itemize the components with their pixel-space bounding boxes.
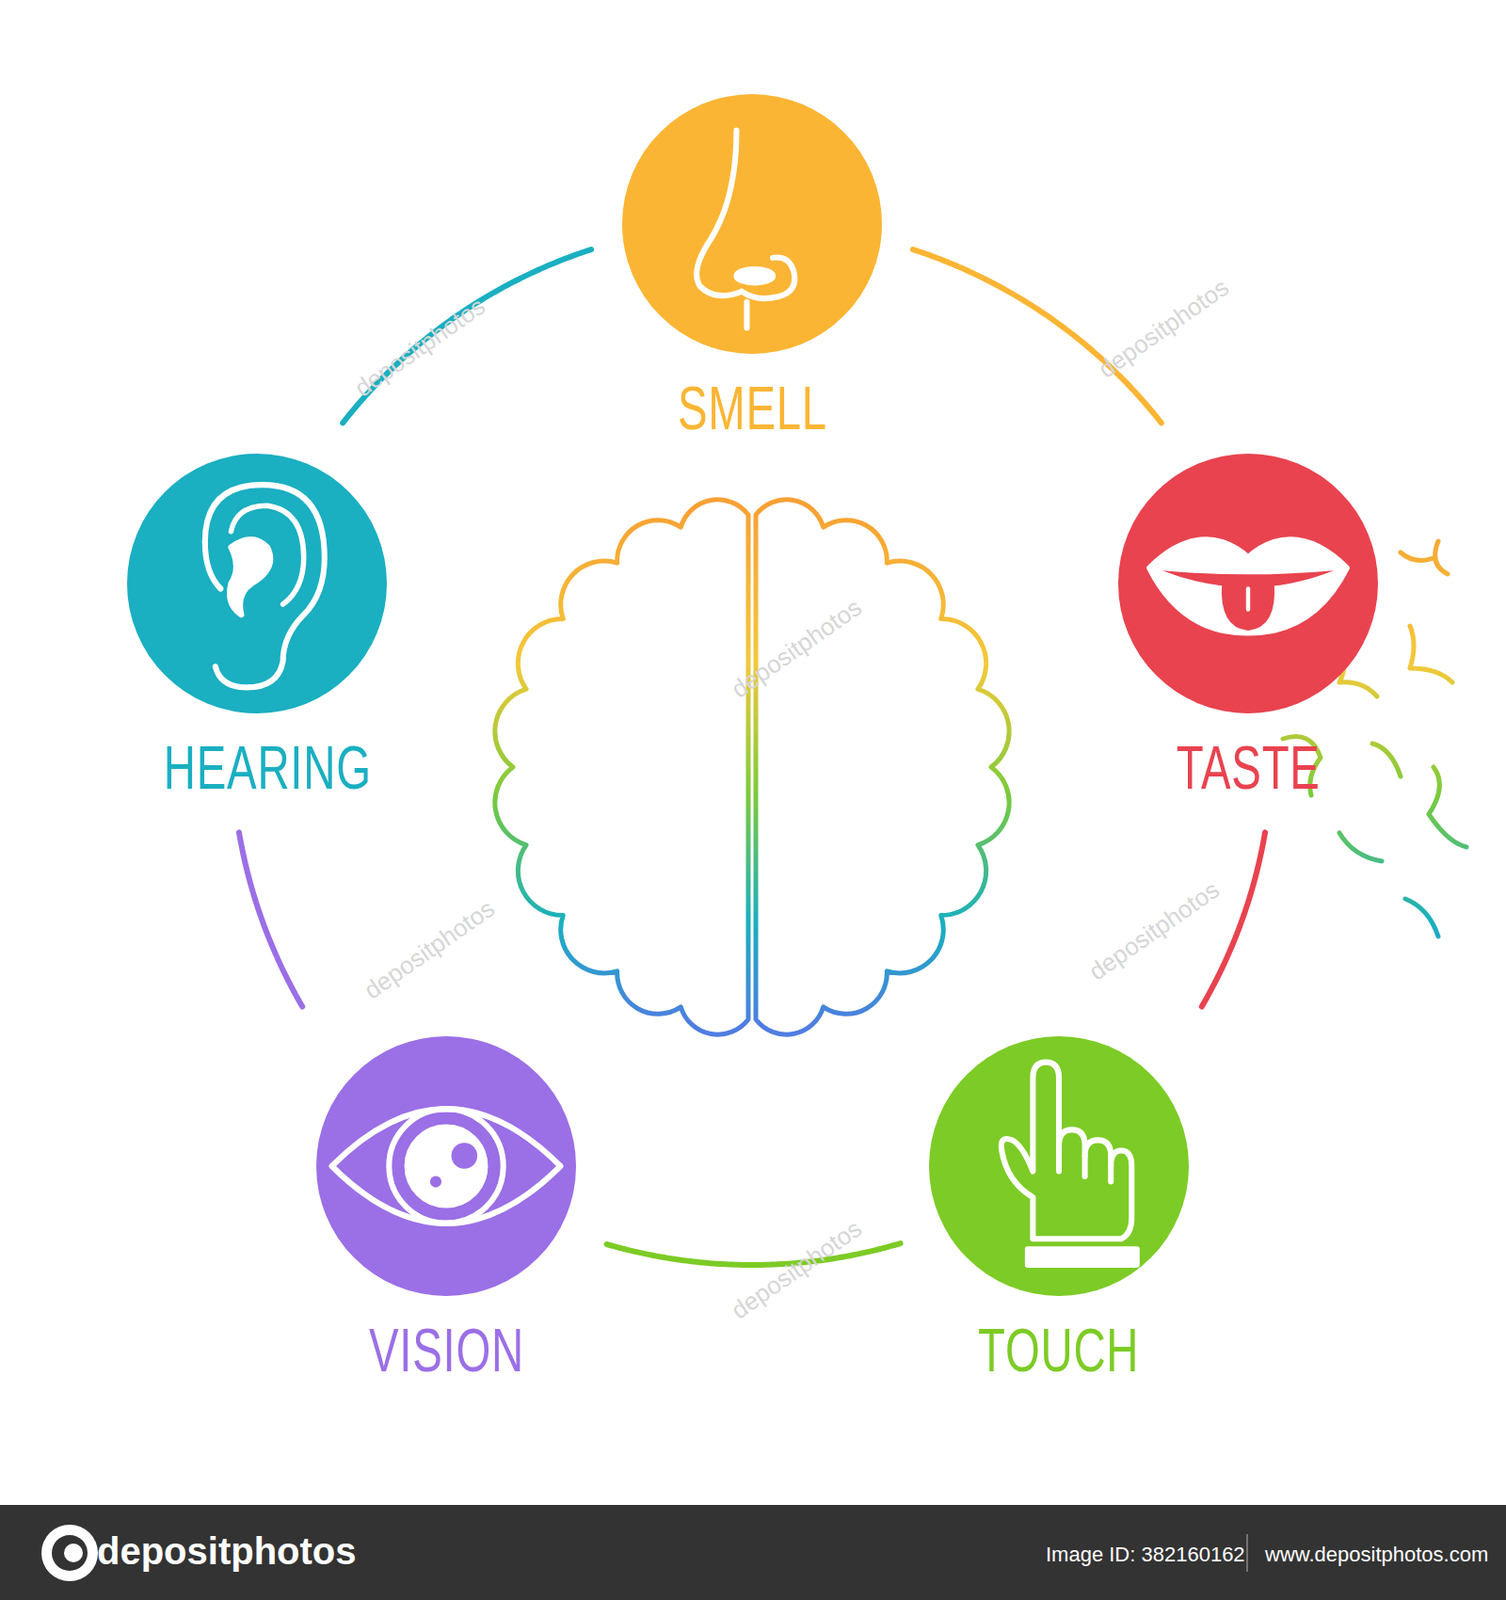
brain-fold xyxy=(1372,743,1401,777)
sense-node: VISION xyxy=(316,1036,577,1387)
sense-circle xyxy=(127,453,387,714)
sense-label: VISION xyxy=(368,1320,525,1381)
ring-arc xyxy=(239,832,303,1007)
sense-icon xyxy=(929,1036,1189,1297)
footer-separator xyxy=(1246,1534,1249,1572)
watermark: depositphotos xyxy=(1092,272,1234,385)
sense-circle xyxy=(622,94,882,354)
sense-node: TASTE xyxy=(1118,453,1378,804)
image-id: Image ID: 382160162 xyxy=(1045,1542,1246,1568)
ring-arc xyxy=(1201,832,1266,1007)
sense-label: HEARING xyxy=(163,737,372,799)
footer-bar xyxy=(0,1505,1506,1600)
brain-fold xyxy=(1428,767,1467,848)
brand-name: depositphotos xyxy=(96,1530,357,1573)
watermark: depositphotos xyxy=(349,291,491,403)
ring-arc xyxy=(342,249,592,423)
brain-fold xyxy=(1409,625,1453,683)
sense-icon xyxy=(316,1036,577,1297)
sense-icon xyxy=(127,453,387,714)
sense-label: SMELL xyxy=(676,378,827,439)
watermark: depositphotos xyxy=(358,894,500,1006)
sense-node: TOUCH xyxy=(929,1036,1189,1387)
logo-mark xyxy=(41,1524,98,1582)
ring-arc xyxy=(913,249,1162,423)
watermark: depositphotos xyxy=(1083,875,1225,987)
sense-label: TASTE xyxy=(1176,737,1321,799)
sense-node: HEARING xyxy=(127,453,387,804)
sense-node: SMELL xyxy=(622,94,882,445)
brain-fold xyxy=(1339,833,1382,862)
site-url: www.depositphotos.com xyxy=(1265,1542,1489,1568)
watermark: depositphotos xyxy=(725,1214,867,1326)
sense-label: TOUCH xyxy=(977,1320,1139,1381)
sense-circle xyxy=(929,1036,1189,1297)
brain-hemisphere xyxy=(755,499,1010,1035)
watermark: depositphotos xyxy=(725,592,867,705)
sense-circle xyxy=(1118,453,1378,714)
sense-circle xyxy=(316,1036,577,1297)
sense-icon xyxy=(622,94,882,354)
brain-fold xyxy=(1400,541,1448,575)
ring-arc xyxy=(607,1243,901,1266)
brain-hemisphere xyxy=(495,499,749,1035)
brain-fold xyxy=(1405,898,1439,937)
sense-icon xyxy=(1118,453,1378,714)
